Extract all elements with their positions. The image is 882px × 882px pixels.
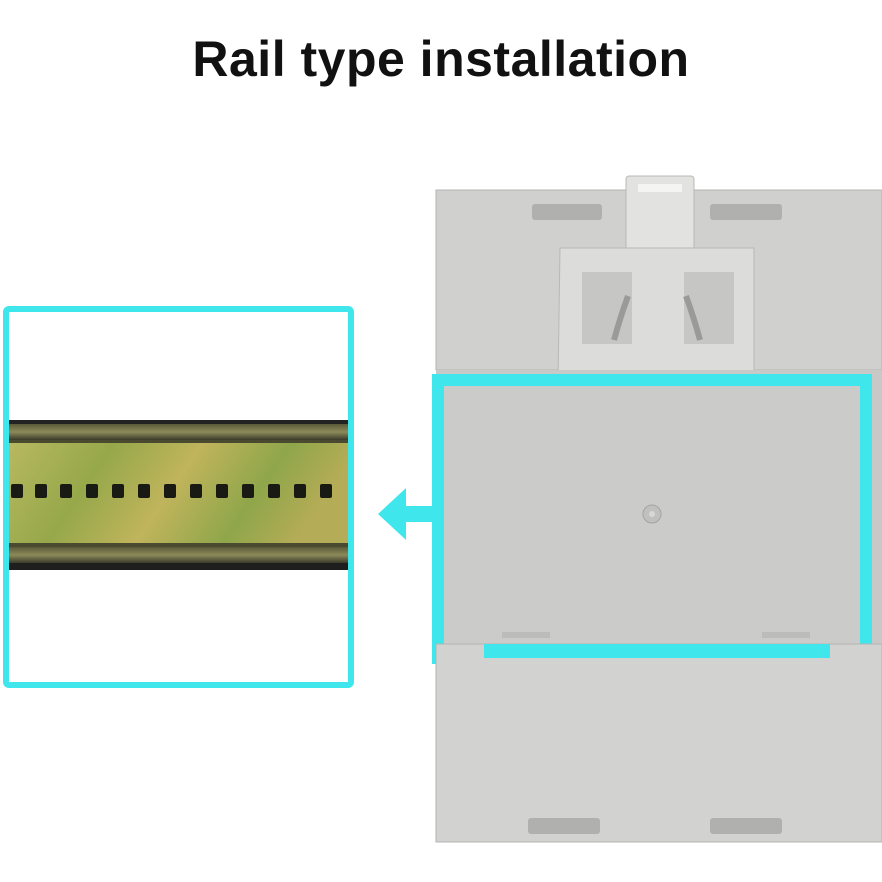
page-title: Rail type installation: [192, 31, 690, 87]
din-rail-enclosure: [432, 175, 882, 843]
din-rail-image: [9, 420, 348, 570]
arrow-left-icon: [378, 488, 464, 540]
din-rail-closeup-frame: [3, 306, 354, 688]
